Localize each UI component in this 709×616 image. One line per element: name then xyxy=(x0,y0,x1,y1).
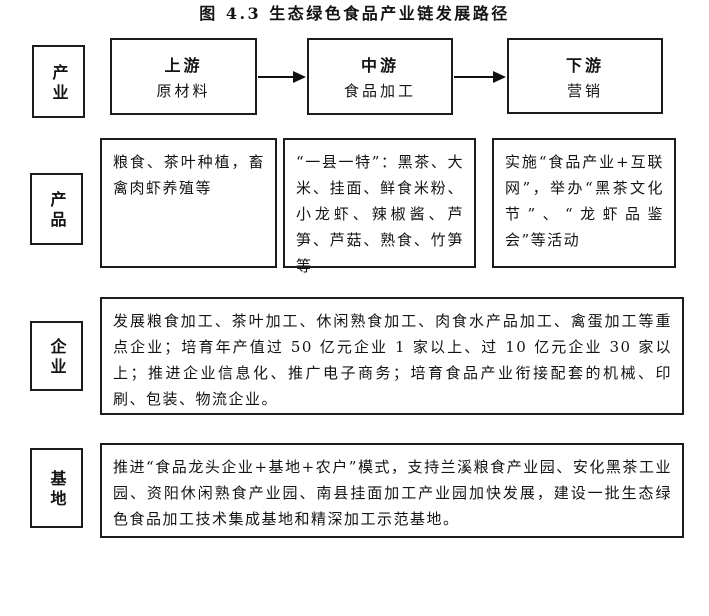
products-upstream-box: 粮食、茶叶种植，畜禽肉虾养殖等 xyxy=(100,138,277,268)
row-label-bases: 基地 xyxy=(30,448,83,528)
stage-midstream-title: 中游 xyxy=(360,56,399,75)
row-label-industry: 产业 xyxy=(32,45,85,118)
stage-upstream-title: 上游 xyxy=(164,56,203,75)
row-label-products: 产品 xyxy=(30,173,83,245)
stage-downstream-title: 下游 xyxy=(565,55,604,75)
arrow-head xyxy=(493,71,506,83)
stage-downstream-subtitle: 营销 xyxy=(566,81,603,100)
stage-upstream-box: 上游 原材料 xyxy=(110,38,257,115)
row-label-enterprises: 企业 xyxy=(30,321,83,391)
figure-caption: 图 4.3 生态绿色食品产业链发展路径 xyxy=(199,4,510,23)
products-downstream-box: 实施“食品产业+互联网”，举办“黑茶文化节”、“龙虾品鉴会”等活动 xyxy=(492,138,676,268)
products-midstream-box: “一县一特”：黑茶、大米、挂面、鲜食米粉、小龙虾、辣椒酱、芦笋、芦菇、熟食、竹笋… xyxy=(283,138,476,275)
enterprises-box: 发展粮食加工、茶叶加工、休闲熟食加工、肉食水产品加工、禽蛋加工等重点企业；培育年… xyxy=(100,297,684,415)
arrow-head xyxy=(293,71,306,83)
arrow-shaft xyxy=(454,76,493,78)
arrow-right-icon xyxy=(258,70,306,84)
bases-box: 推进“食品龙头企业+基地+农户”模式，支持兰溪粮食产业园、安化黑茶工业园、资阳休… xyxy=(100,443,684,538)
arrow-right-icon xyxy=(454,70,506,84)
stage-midstream-subtitle: 食品加工 xyxy=(343,82,416,100)
stage-downstream-box: 下游 营销 xyxy=(507,38,663,114)
stage-midstream-box: 中游 食品加工 xyxy=(307,38,453,115)
arrow-shaft xyxy=(258,76,293,78)
stage-upstream-subtitle: 原材料 xyxy=(156,82,211,100)
